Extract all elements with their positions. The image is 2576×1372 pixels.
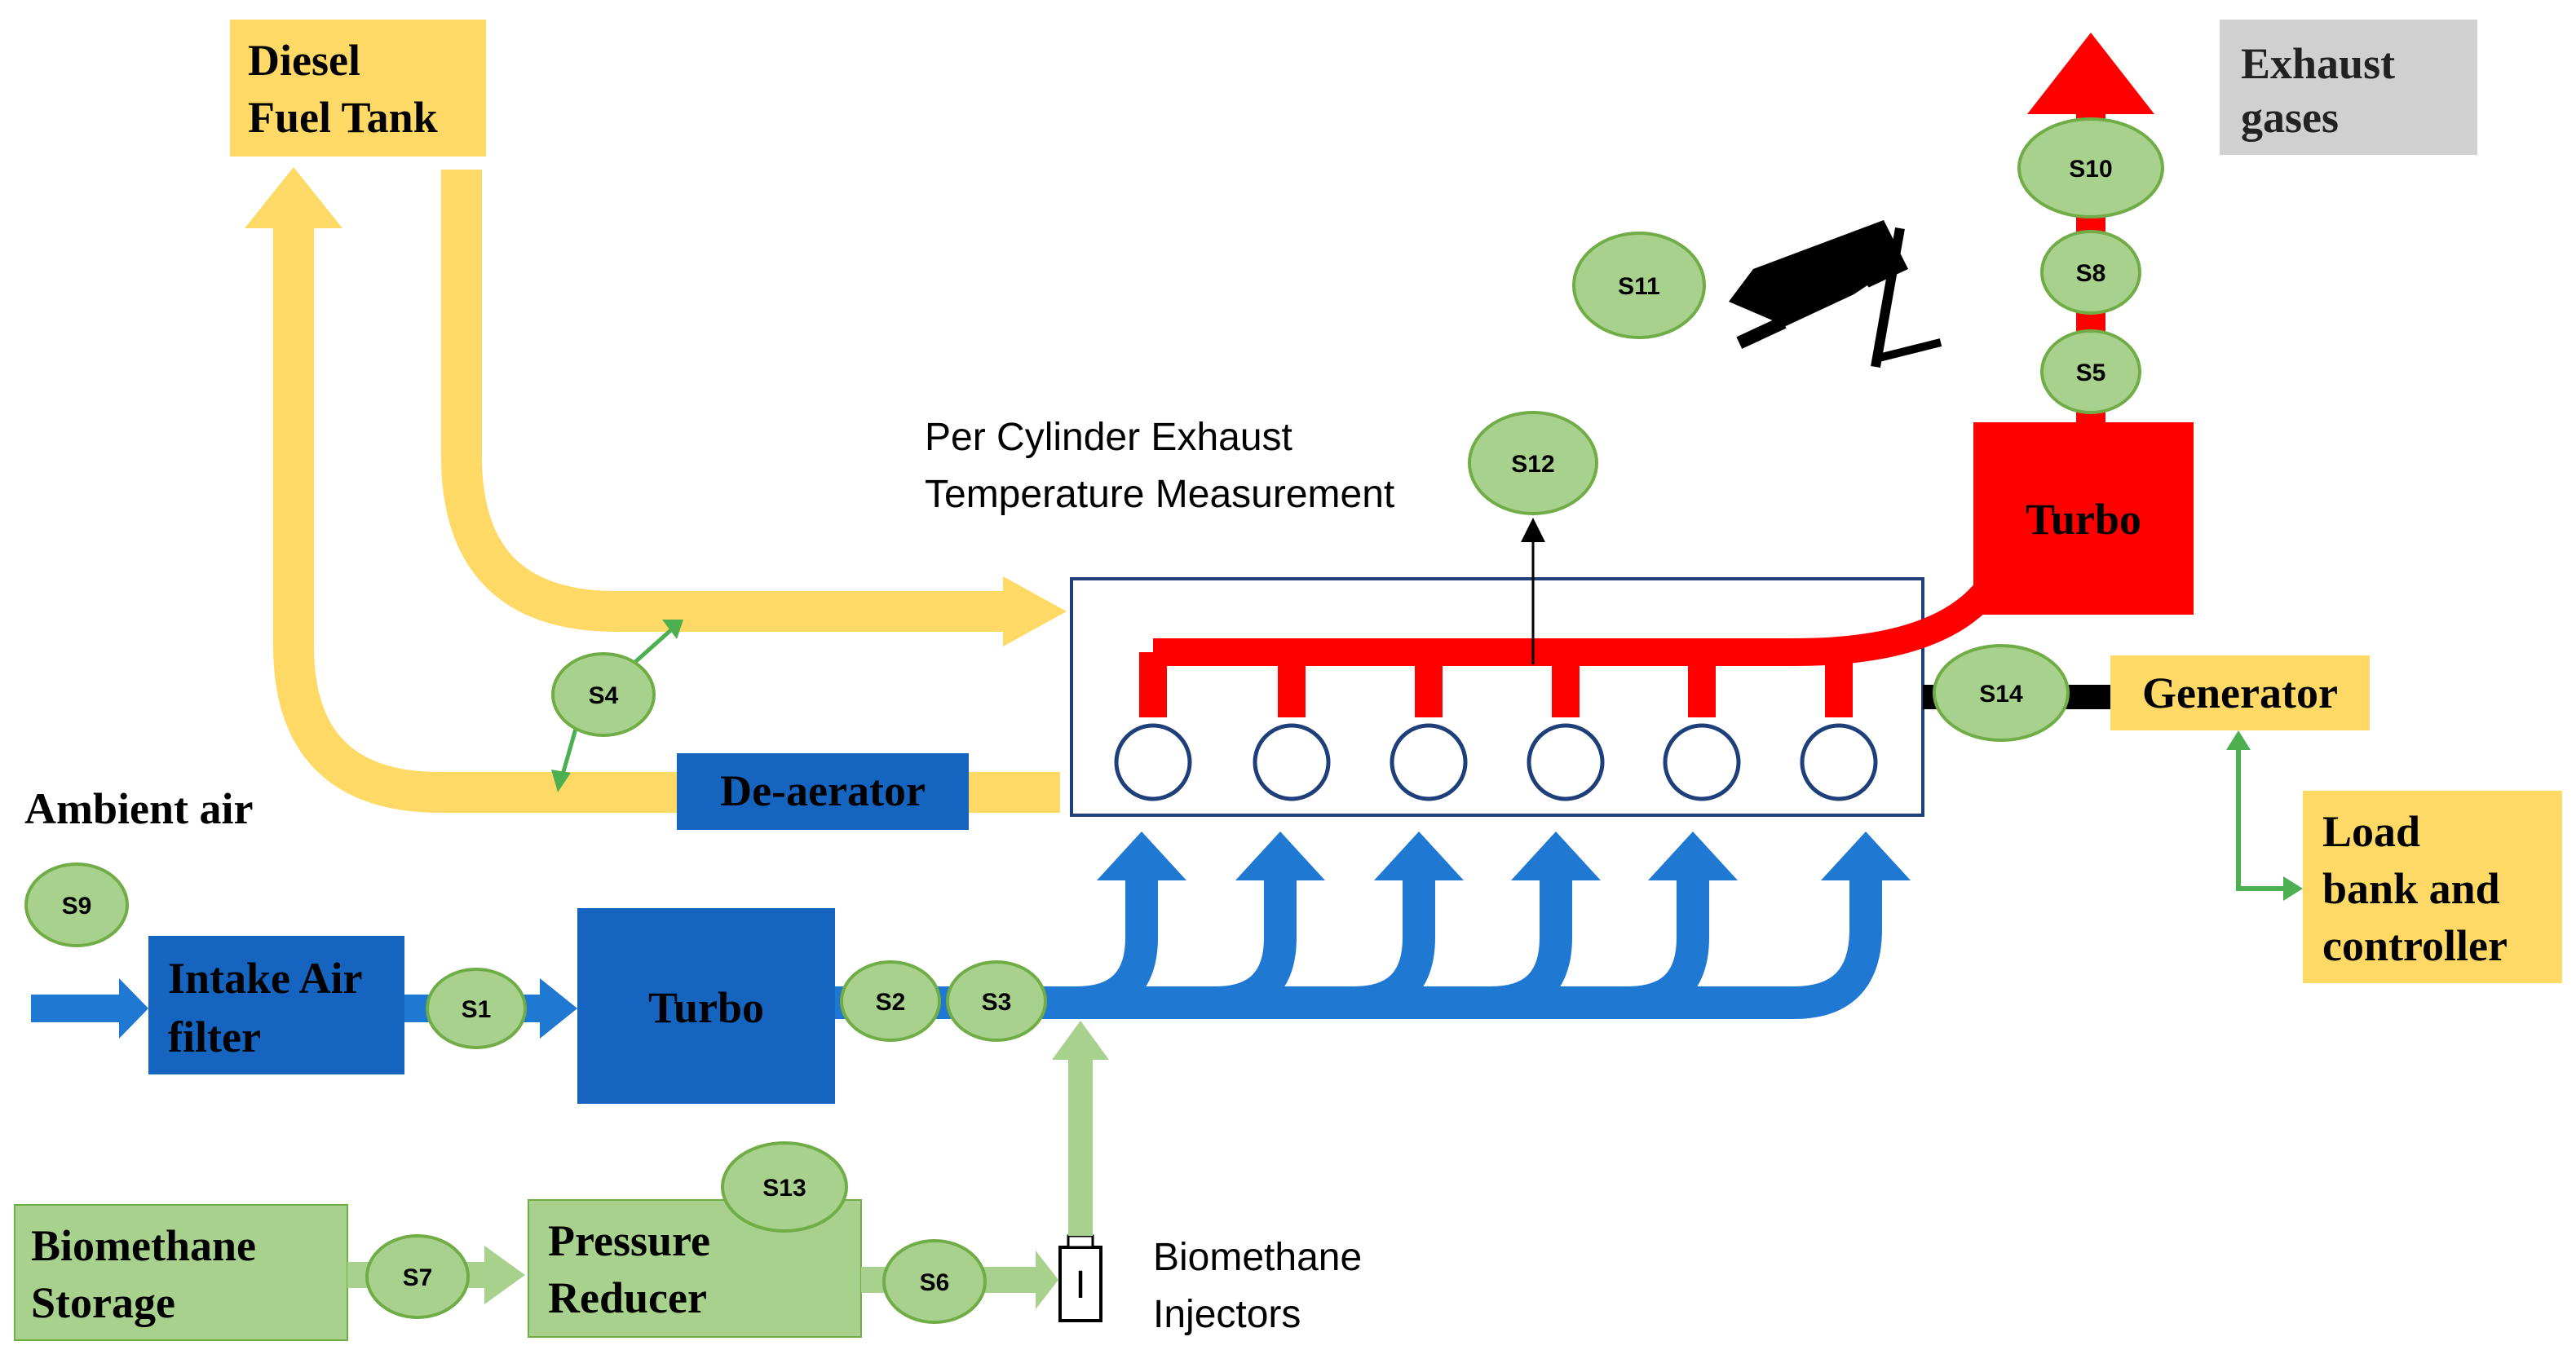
biomethane-storage-line1: Biomethane: [31, 1221, 256, 1270]
intake-filter-line2: filter: [168, 1012, 261, 1061]
cylinder-3: [1390, 723, 1468, 801]
generator-load-connector: [2236, 740, 2290, 891]
thermal-camera-icon: [1729, 220, 1942, 368]
svg-text:S2: S2: [876, 989, 906, 1016]
diesel-feed-arrowhead: [1003, 576, 1067, 646]
svg-text:S9: S9: [62, 893, 92, 920]
svg-text:S8: S8: [2076, 260, 2106, 287]
sensor-s12: S12: [1468, 411, 1598, 515]
load-connector-arrow-right: [2283, 876, 2303, 901]
svg-text:S6: S6: [920, 1269, 950, 1296]
injectors-label-line1: Biomethane: [1153, 1236, 1362, 1279]
sensor-s2: S2: [840, 960, 941, 1042]
cylinder-4: [1527, 723, 1605, 801]
injector-to-manifold-line: [1068, 1060, 1093, 1236]
filter-to-turbo-arrowhead: [540, 978, 577, 1039]
biomethane-storage-box: [14, 1204, 348, 1341]
s4-arrow-down: [551, 770, 571, 792]
sensor-s5: S5: [2040, 329, 2141, 414]
svg-text:S11: S11: [1618, 273, 1660, 300]
biomethane-storage-line2: Storage: [31, 1278, 175, 1327]
svg-text:S13: S13: [762, 1175, 806, 1202]
cyl-exhaust-label-line2: Temperature Measurement: [925, 473, 1394, 516]
sensor-s14: S14: [1933, 644, 2070, 742]
svg-text:S4: S4: [589, 682, 619, 709]
sensor-s10: S10: [2017, 117, 2164, 218]
ambient-air-label: Ambient air: [24, 784, 253, 833]
exhaust-gases-line2: gases: [2241, 93, 2339, 142]
diesel-feed-line: [441, 170, 1011, 632]
diesel-fuel-lines: [245, 167, 1067, 813]
cylinder-1: [1114, 723, 1192, 801]
exhaust-gases-box: [2220, 20, 2477, 155]
sensor-s7: S7: [365, 1234, 470, 1319]
exhaust-turbo-box: [1973, 422, 2194, 615]
intake-filter-box: [148, 936, 404, 1074]
pressure-reducer-line2: Reducer: [548, 1273, 707, 1322]
svg-text:S5: S5: [2076, 360, 2106, 386]
load-bank-line2: bank and: [2322, 864, 2500, 913]
sensor-s8: S8: [2040, 230, 2141, 315]
sensor-s1: S1: [426, 968, 527, 1049]
intake-turbo-label: Turbo: [648, 983, 764, 1032]
svg-text:S1: S1: [462, 996, 492, 1023]
s4-arrow-up: [662, 620, 683, 639]
diesel-return-arrowhead: [245, 167, 342, 228]
diesel-engine-return-segment: [969, 772, 1060, 813]
deaerator-box: [677, 753, 969, 830]
pressure-reducer-line1: Pressure: [548, 1216, 710, 1265]
sensor-s11: S11: [1572, 232, 1706, 339]
generator-box: [2110, 655, 2370, 730]
ambient-air-arrowhead: [119, 978, 148, 1039]
svg-text:S7: S7: [403, 1264, 433, 1291]
sensor-s9: S9: [24, 862, 129, 947]
cylinder-5: [1663, 723, 1741, 801]
exhaust-arrowhead: [2027, 33, 2154, 114]
svg-text:S3: S3: [982, 989, 1012, 1016]
intake-filter-line1: Intake Air: [168, 954, 363, 1003]
sensor-s3: S3: [946, 960, 1047, 1042]
diesel-tank-line2: Fuel Tank: [248, 93, 438, 142]
load-bank-line1: Load: [2322, 807, 2420, 856]
intake-turbo-box: [577, 908, 835, 1104]
cylinder-6: [1800, 723, 1878, 801]
injectors-label-line2: Injectors: [1153, 1293, 1301, 1336]
sensor-s4: S4: [551, 652, 656, 737]
sensors: S1 S2 S3 S4 S5 S6 S7 S8: [24, 117, 2164, 1324]
deaerator-label: De-aerator: [720, 766, 926, 815]
engine-block: [1070, 577, 1924, 817]
generator-label: Generator: [2142, 668, 2338, 717]
svg-text:S10: S10: [2069, 156, 2112, 183]
injector-symbol-text: I: [1075, 1264, 1085, 1307]
generator-connector-arrow-up: [2226, 730, 2251, 750]
exhaust-turbo-label: Turbo: [2026, 495, 2141, 544]
injector-to-manifold-arrowhead: [1052, 1021, 1109, 1060]
cylinder-2: [1253, 723, 1331, 801]
injector-symbol-cap: [1067, 1234, 1094, 1249]
intake-manifold: [835, 832, 1911, 1019]
diesel-tank-box: [230, 20, 486, 157]
reducer-to-injector-arrowhead: [1036, 1251, 1058, 1309]
svg-text:S12: S12: [1511, 451, 1554, 478]
load-bank-line3: controller: [2322, 921, 2508, 970]
svg-text:S14: S14: [1979, 681, 2023, 708]
exhaust-gases-line1: Exhaust: [2241, 39, 2395, 88]
diesel-tank-line1: Diesel: [248, 36, 360, 85]
ambient-air-inlet: [31, 995, 122, 1022]
sensor-s6: S6: [882, 1239, 987, 1324]
sensor-s13: S13: [721, 1141, 848, 1233]
cyl-exhaust-label-line1: Per Cylinder Exhaust: [925, 416, 1292, 459]
load-bank-box: [2303, 791, 2562, 983]
cylinders: [1114, 723, 1878, 801]
diesel-return-line: [273, 220, 677, 813]
storage-to-reducer-arrowhead: [484, 1246, 525, 1304]
